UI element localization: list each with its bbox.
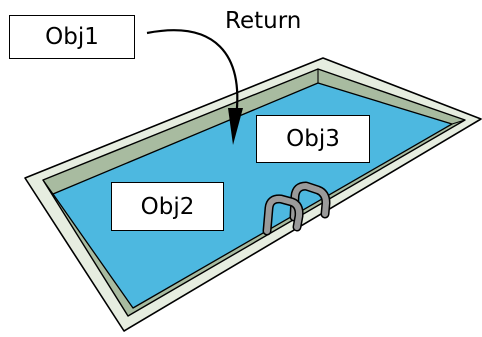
return-arrow-label: Return	[225, 8, 302, 34]
obj1-box: Obj1	[9, 15, 135, 59]
curved-arrow	[146, 29, 243, 145]
obj2-label: Obj2	[140, 193, 195, 220]
pool-ladder-icon	[262, 181, 331, 236]
obj1-label: Obj1	[45, 24, 99, 50]
obj3-box: Obj3	[256, 115, 370, 163]
obj3-label: Obj3	[286, 126, 340, 152]
pool-wall-corner-right	[451, 119, 466, 125]
obj2-box: Obj2	[111, 182, 224, 231]
pool-wall-corner-left	[42, 179, 54, 195]
